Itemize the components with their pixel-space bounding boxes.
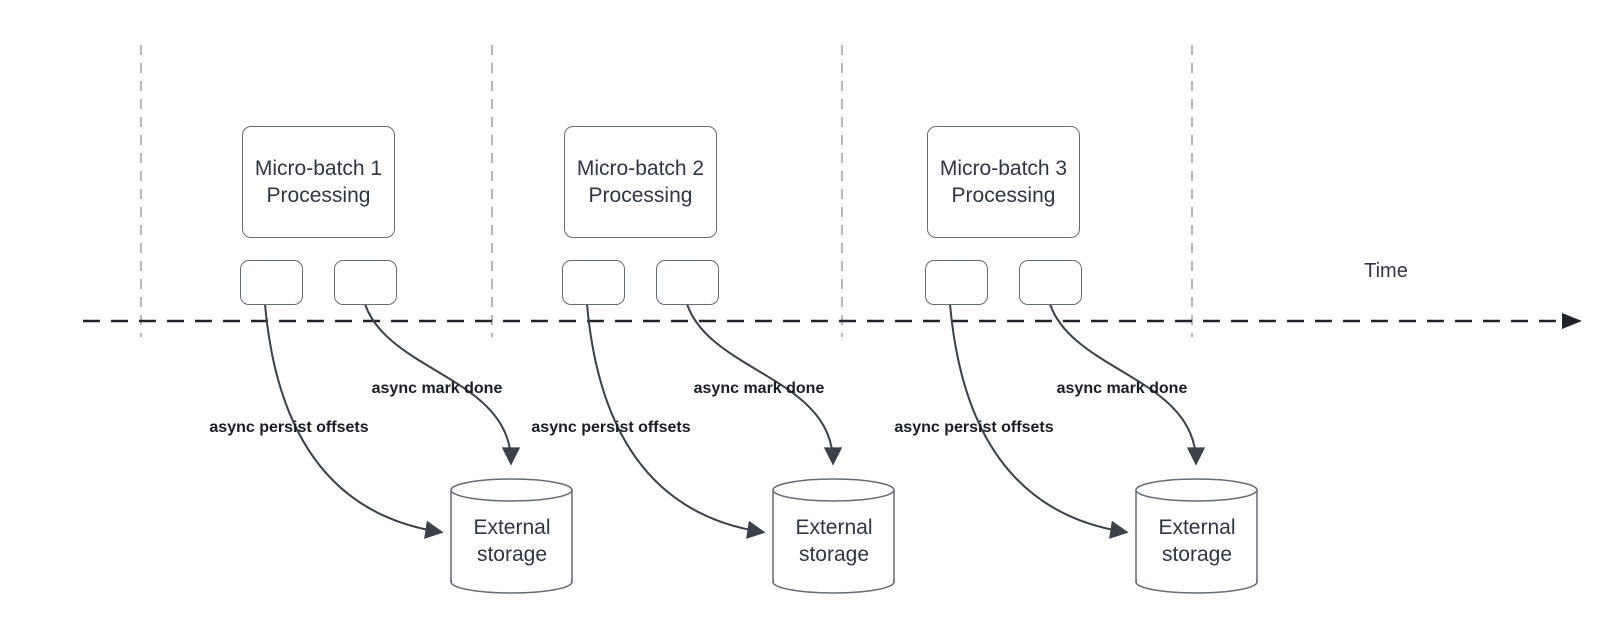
micro-batch-2-done-task-box	[656, 260, 719, 305]
batch-2-shapes	[586, 303, 895, 594]
micro-batch-3-offset-task-box	[925, 260, 988, 305]
batch-3-shapes	[949, 303, 1258, 594]
storage-cylinder-top	[450, 478, 573, 502]
persist-offsets-arrow	[586, 303, 766, 539]
external-storage-label: External storage	[1158, 516, 1236, 566]
persist-offsets-arrow	[949, 303, 1129, 539]
micro-batch-1-offset-task-box	[240, 260, 303, 305]
micro-batch-1-done-task-box	[334, 260, 397, 305]
micro-batch-2-processing-box: Micro-batch 2 Processing	[564, 126, 717, 238]
batch-1-shapes	[264, 303, 573, 594]
storage-cylinder-top	[1135, 478, 1258, 502]
batch-3-group: Micro-batch 3 Processing async persist o…	[685, 0, 1600, 642]
mark-done-arrow	[686, 303, 843, 466]
micro-batch-3-done-task-box	[1019, 260, 1082, 305]
micro-batch-1-processing-box: Micro-batch 1 Processing	[242, 126, 395, 238]
persist-offsets-arrow	[264, 303, 444, 539]
micro-batch-2-offset-task-box	[562, 260, 625, 305]
async-mark-done-label: async mark done	[371, 380, 503, 397]
external-storage-label: External storage	[473, 516, 551, 566]
mark-done-arrow	[1049, 303, 1206, 466]
async-mark-done-label: async mark done	[693, 380, 825, 397]
async-mark-done-label: async mark done	[1056, 380, 1188, 397]
async-persist-offsets-label: async persist offsets	[209, 419, 369, 436]
batch-2-group: Micro-batch 2 Processing async persist o…	[322, 0, 1600, 642]
async-persist-offsets-label: async persist offsets	[894, 419, 1054, 436]
micro-batch-3-processing-box: Micro-batch 3 Processing	[927, 126, 1080, 238]
mark-done-arrow	[364, 303, 521, 466]
time-axis-arrowhead-icon	[1562, 313, 1582, 329]
async-persist-offsets-label: async persist offsets	[531, 419, 691, 436]
external-storage-label: External storage	[795, 516, 873, 566]
storage-cylinder-top	[772, 478, 895, 502]
time-axis-label: Time	[1364, 260, 1408, 282]
